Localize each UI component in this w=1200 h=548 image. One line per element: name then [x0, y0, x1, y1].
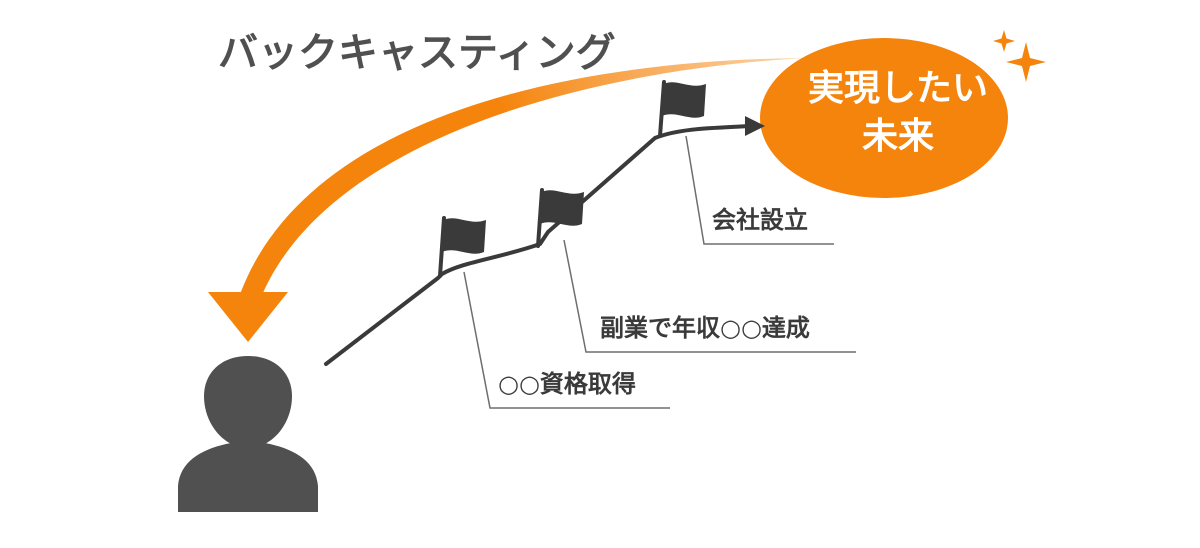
- flag-icon: [658, 80, 706, 138]
- diagram-title: バックキャスティング: [218, 30, 616, 76]
- milestone-leader-3: [685, 135, 834, 245]
- milestone-leader-2: [563, 239, 856, 353]
- goal-text-line1: 実現したい: [808, 68, 988, 109]
- milestone-label-1: ○○資格取得: [498, 370, 636, 398]
- backcasting-arc: [238, 58, 805, 300]
- flag-icon: [536, 188, 584, 248]
- goal-ellipse: [760, 38, 1008, 198]
- milestone-leader-1: [463, 271, 670, 409]
- milestone-label-2: 副業で年収○○達成: [600, 314, 810, 342]
- goal-text-line2: 未来: [862, 116, 934, 157]
- person-silhouette-icon: [178, 356, 318, 512]
- backcasting-arrowhead: [208, 292, 288, 342]
- milestone-label-3: 会社設立: [712, 206, 808, 234]
- sparkle-icon: [993, 30, 1046, 82]
- progress-path-arrowhead: [745, 116, 765, 136]
- flag-icon: [438, 216, 486, 278]
